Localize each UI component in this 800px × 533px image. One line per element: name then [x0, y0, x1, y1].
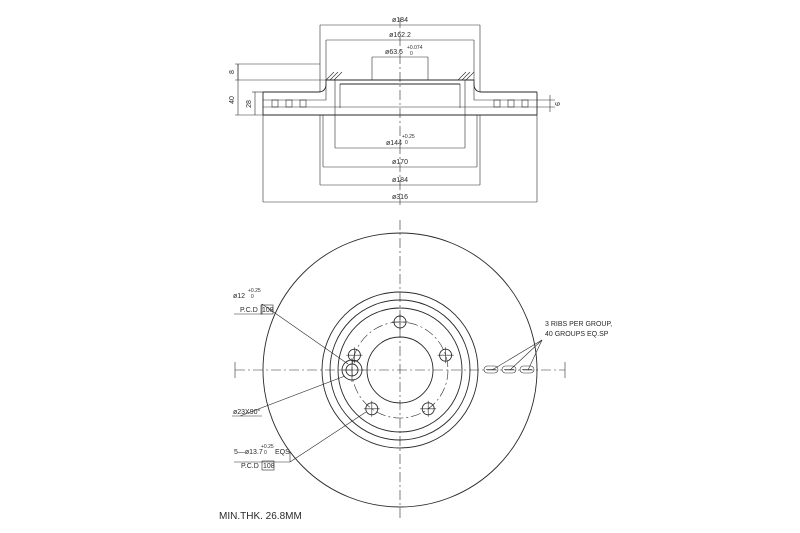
chamfer-label: ø23X90° — [233, 408, 261, 416]
bolt-hole-tol-lower: 0 — [251, 294, 254, 300]
pcd-value-1: 108 — [262, 307, 274, 314]
section-view: ø184 ø162.2 ø63.6 +0.074 0 ø144 +0.25 0 … — [229, 17, 560, 205]
dim-d170: ø170 — [392, 159, 408, 166]
min-thickness-note: MIN.THK. 26.8MM — [219, 511, 302, 522]
dim-d162: ø162.2 — [389, 32, 411, 39]
pcd-value-2: 108 — [263, 463, 275, 470]
pcd-label-2: P.C.D — [241, 463, 259, 470]
dim-d144-tol-upper: +0.25 — [402, 134, 415, 140]
bolt-hole-dia: ø12 — [233, 293, 245, 300]
dim-8: 8 — [229, 70, 236, 74]
bolt-hole-tol-upper: +0.25 — [248, 288, 261, 294]
dim-d63-tol-lower: 0 — [410, 51, 413, 57]
ribs-line2: 40 GROUPS EQ.SP — [545, 331, 609, 338]
front-view: ø12 +0.25 0 P.C.D 108 ø23X90° 5—ø13.7 +0… — [232, 220, 612, 520]
holes-suffix: EQS — [275, 449, 290, 456]
holes-tol-lower: 0 — [264, 450, 267, 456]
holes-tol-upper: +0.25 — [261, 444, 274, 450]
dim-d144: ø144 — [386, 140, 402, 147]
dim-d63: ø63.6 — [385, 49, 403, 56]
dim-d184-top: ø184 — [392, 17, 408, 24]
dim-d144-tol-lower: 0 — [405, 140, 408, 146]
dim-40: 40 — [229, 96, 236, 104]
pcd-label-1: P.C.D — [240, 307, 258, 314]
dim-9: 9 — [553, 102, 560, 106]
dim-d63-tol-upper: +0.074 — [407, 45, 423, 51]
dim-d316: ø316 — [392, 194, 408, 201]
dim-d184-bottom: ø184 — [392, 177, 408, 184]
dim-28: 28 — [246, 100, 253, 108]
rib-indicators — [483, 365, 535, 374]
ribs-line1: 3 RIBS PER GROUP, — [545, 321, 612, 328]
holes-label: 5—ø13.7 — [234, 449, 263, 456]
